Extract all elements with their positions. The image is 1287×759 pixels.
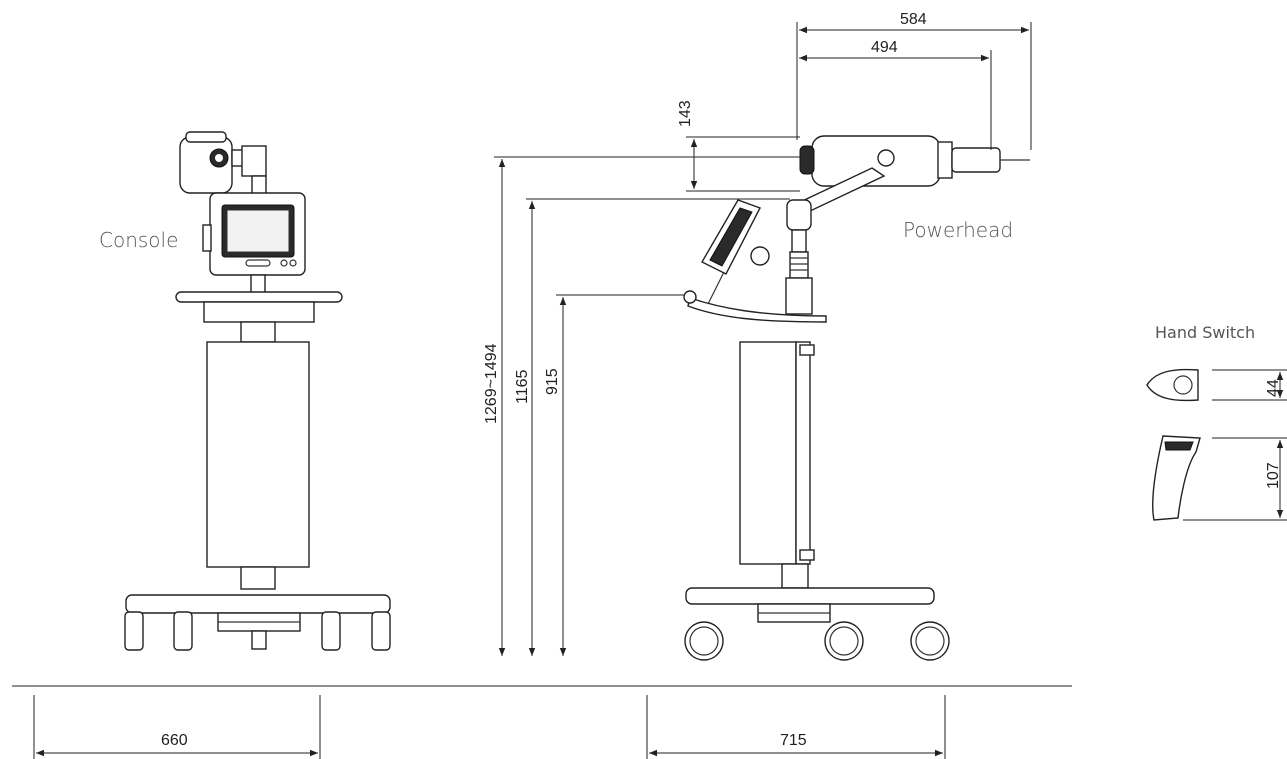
dim-143: 143 [677,100,694,127]
dim-915: 915 [544,368,561,395]
label-powerhead: Powerhead [903,218,1013,242]
console-front-view [124,131,391,651]
label-hand-switch: Hand Switch [1155,323,1255,342]
dim-494: 494 [871,39,898,56]
dim-44: 44 [1265,379,1282,397]
dim-584: 584 [900,11,927,28]
dim-660: 660 [161,732,188,749]
hand-switch-side-view [1152,435,1201,521]
hand-switch-top-view [1146,368,1199,402]
dim-107: 107 [1265,462,1282,489]
powerhead-side-view [683,135,1030,661]
dim-1269-1494: 1269~1494 [483,343,500,424]
dim-1165: 1165 [514,369,531,404]
label-console: Console [99,228,178,252]
dim-715: 715 [780,732,807,749]
